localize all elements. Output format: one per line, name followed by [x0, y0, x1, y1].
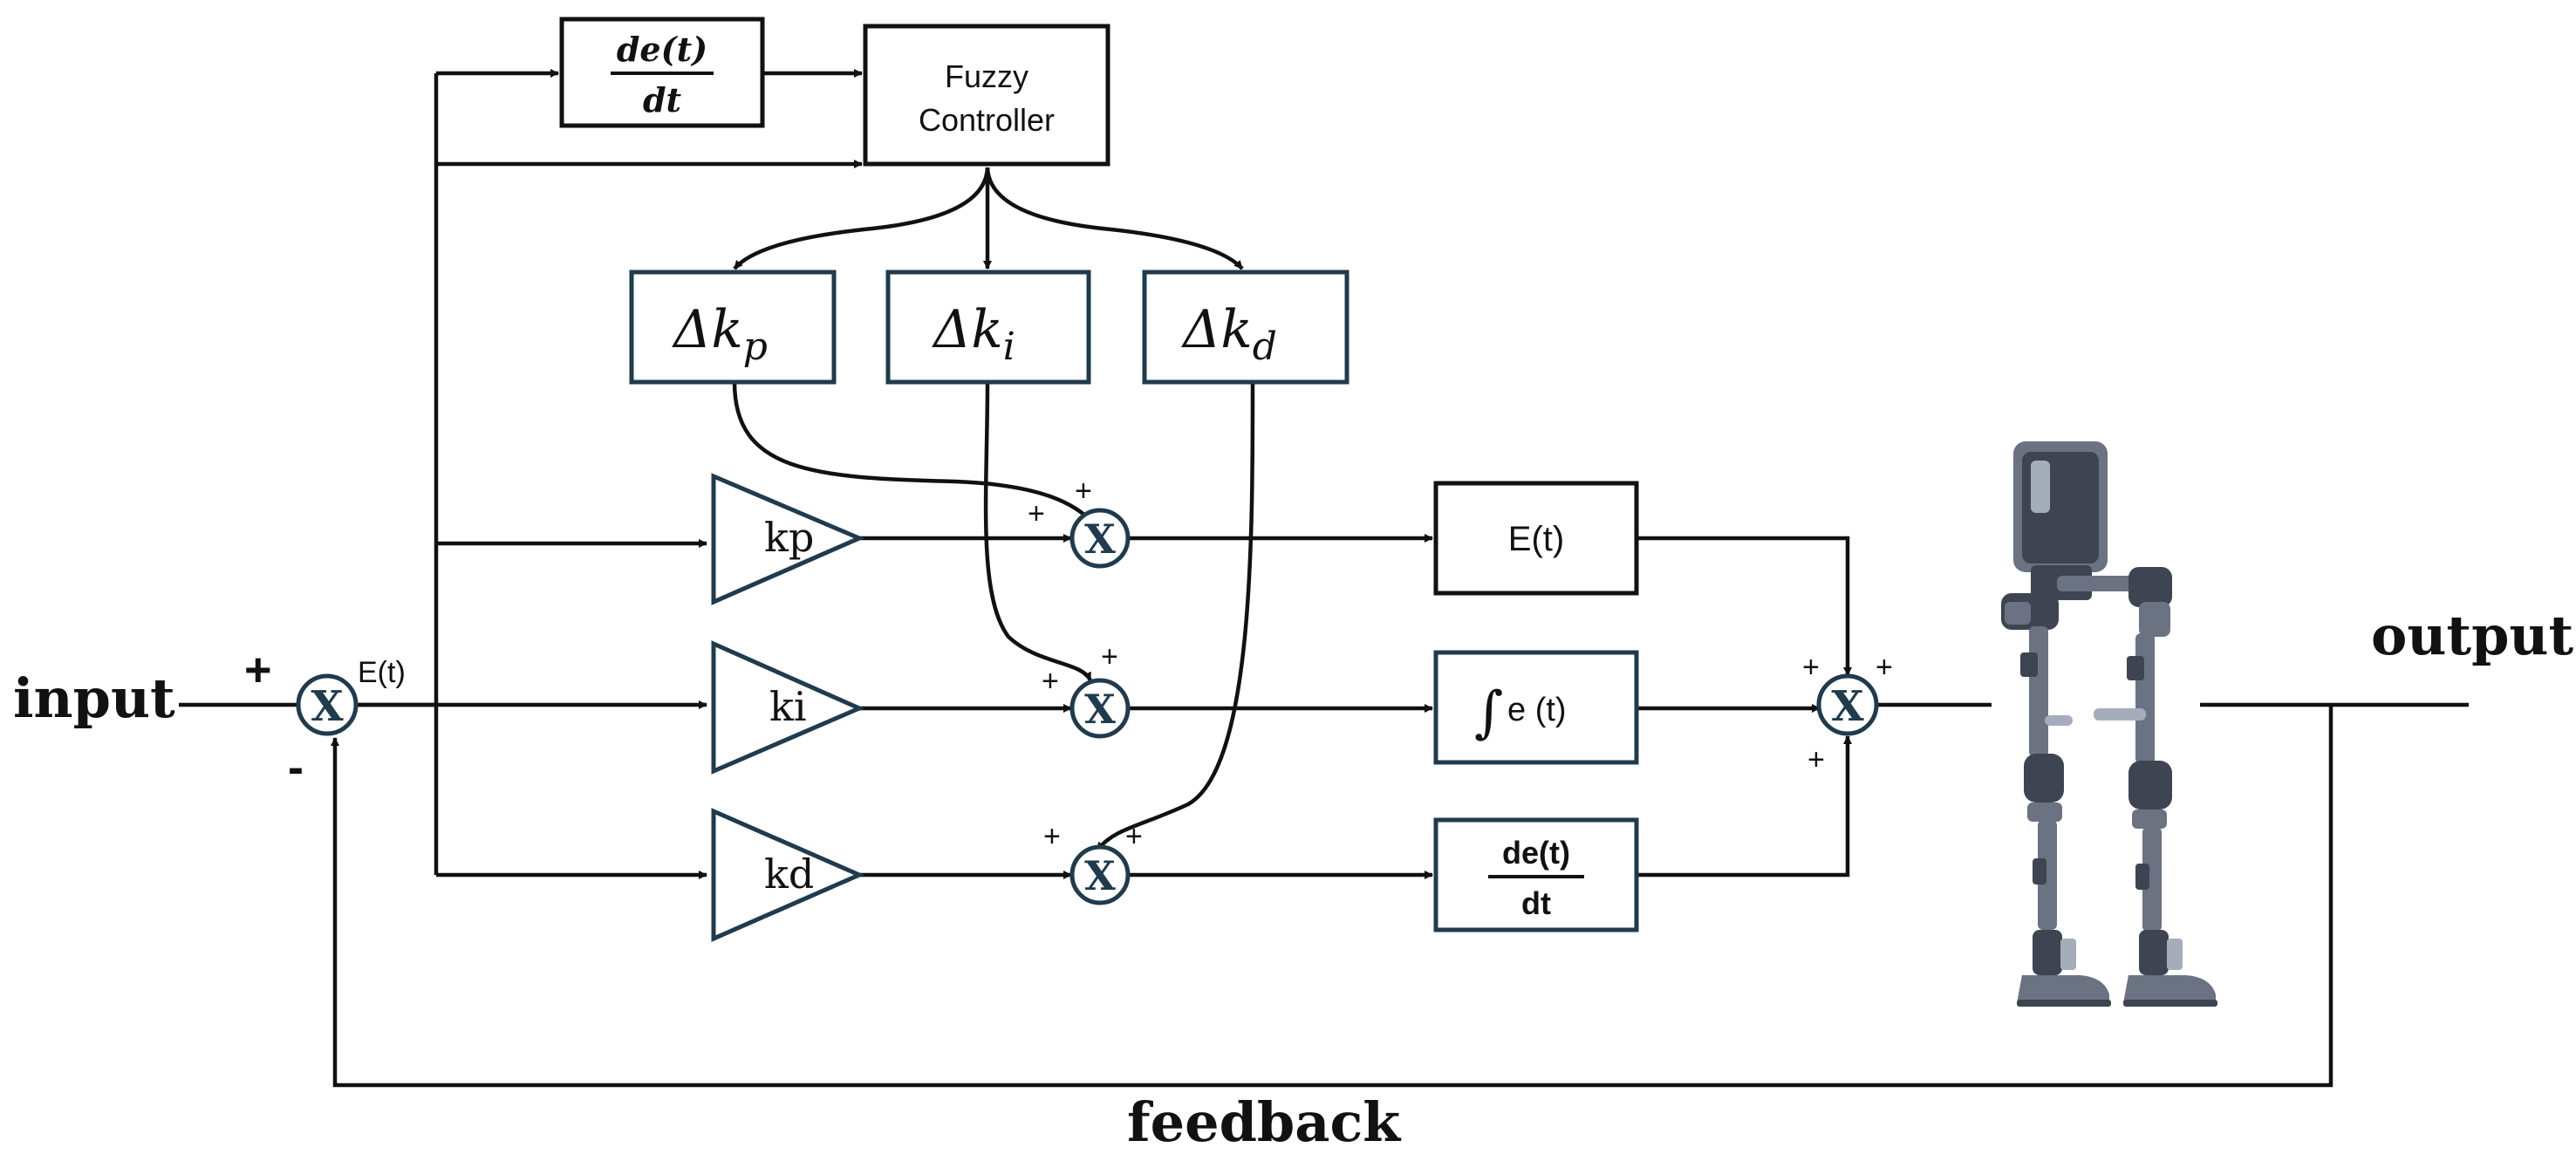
- dkd-to-sum-d-arrow: [1096, 381, 1255, 852]
- feedback-path-arrow: [331, 705, 2333, 1088]
- input-summing-junction: X: [296, 673, 359, 736]
- derivative-block: de(t) dt: [1433, 817, 1639, 932]
- integral-symbol: ∫: [1474, 680, 1503, 745]
- proportional-block: E(t): [1433, 481, 1639, 596]
- derivative-top-numerator: de(t): [617, 30, 707, 69]
- fuzzy-controller-line1: Fuzzy: [945, 58, 1028, 94]
- gain-ki-label: ki: [769, 683, 807, 730]
- proportional-to-final-sum-arrow: [1637, 536, 1852, 676]
- derivative-top-denominator: dt: [643, 80, 682, 120]
- sum-i-junction: X + +: [1042, 640, 1131, 739]
- fuzzy-to-dkp-arrow: [733, 167, 990, 270]
- fuzzy-controller-block: Fuzzy Controller: [863, 24, 1110, 167]
- svg-text:X: X: [1084, 516, 1116, 563]
- svg-text:+: +: [1101, 640, 1118, 673]
- delta-ki-block: Δki: [885, 270, 1091, 385]
- wires: [179, 69, 2469, 1088]
- input-plus-sign: +: [244, 644, 272, 696]
- gain-kp-label: kp: [764, 514, 814, 561]
- integral-block: ∫ e (t): [1433, 650, 1639, 765]
- error-signal-label: E(t): [358, 656, 406, 689]
- feedback-label: feedback: [1127, 1090, 1402, 1154]
- dki-to-sum-i-arrow: [983, 381, 1093, 682]
- svg-text:+: +: [1876, 651, 1893, 684]
- fuzzy-controller-line2: Controller: [919, 102, 1055, 138]
- svg-text:X: X: [311, 682, 344, 731]
- delta-kp-label: Δkp: [672, 299, 768, 369]
- gain-kd-label: kd: [764, 850, 814, 898]
- svg-text:X: X: [1084, 686, 1116, 733]
- svg-text:X: X: [1831, 682, 1864, 731]
- gain-ki-block: ki: [711, 640, 865, 775]
- derivative-top-block: de(t) dt: [559, 17, 765, 128]
- svg-text:+: +: [1042, 665, 1059, 698]
- final-summing-junction: X + + +: [1802, 651, 1893, 776]
- proportional-label: E(t): [1508, 520, 1564, 558]
- delta-ki-label: Δki: [932, 299, 1015, 369]
- dkp-to-sum-p-arrow: [732, 381, 1092, 522]
- svg-text:X: X: [1084, 852, 1116, 899]
- svg-text:+: +: [1802, 651, 1820, 684]
- exoskeleton-robot-image: [2001, 441, 2217, 1007]
- derivative-denominator: dt: [1521, 885, 1551, 921]
- fuzzy-to-dkd-arrow: [985, 167, 1244, 270]
- derivative-numerator: de(t): [1502, 835, 1570, 871]
- feedback-minus-sign: -: [288, 741, 304, 794]
- delta-kd-label: Δkd: [1181, 299, 1277, 369]
- svg-text:+: +: [1075, 475, 1092, 508]
- delta-kd-block: Δkd: [1142, 270, 1349, 385]
- delta-kp-block: Δkp: [629, 270, 837, 385]
- gain-kp-block: kp: [711, 473, 865, 605]
- svg-text:+: +: [1028, 497, 1045, 530]
- input-label: input: [13, 666, 175, 730]
- svg-text:+: +: [1125, 820, 1143, 853]
- integral-label: e (t): [1507, 692, 1567, 728]
- svg-text:+: +: [1043, 820, 1061, 853]
- svg-text:+: +: [1807, 743, 1825, 776]
- sum-d-junction: X + +: [1043, 820, 1143, 905]
- derivative-to-final-sum-arrow: [1637, 735, 1852, 878]
- gain-kd-block: kd: [711, 808, 865, 942]
- output-label: output: [2371, 604, 2573, 667]
- sum-p-junction: X + +: [1028, 475, 1131, 569]
